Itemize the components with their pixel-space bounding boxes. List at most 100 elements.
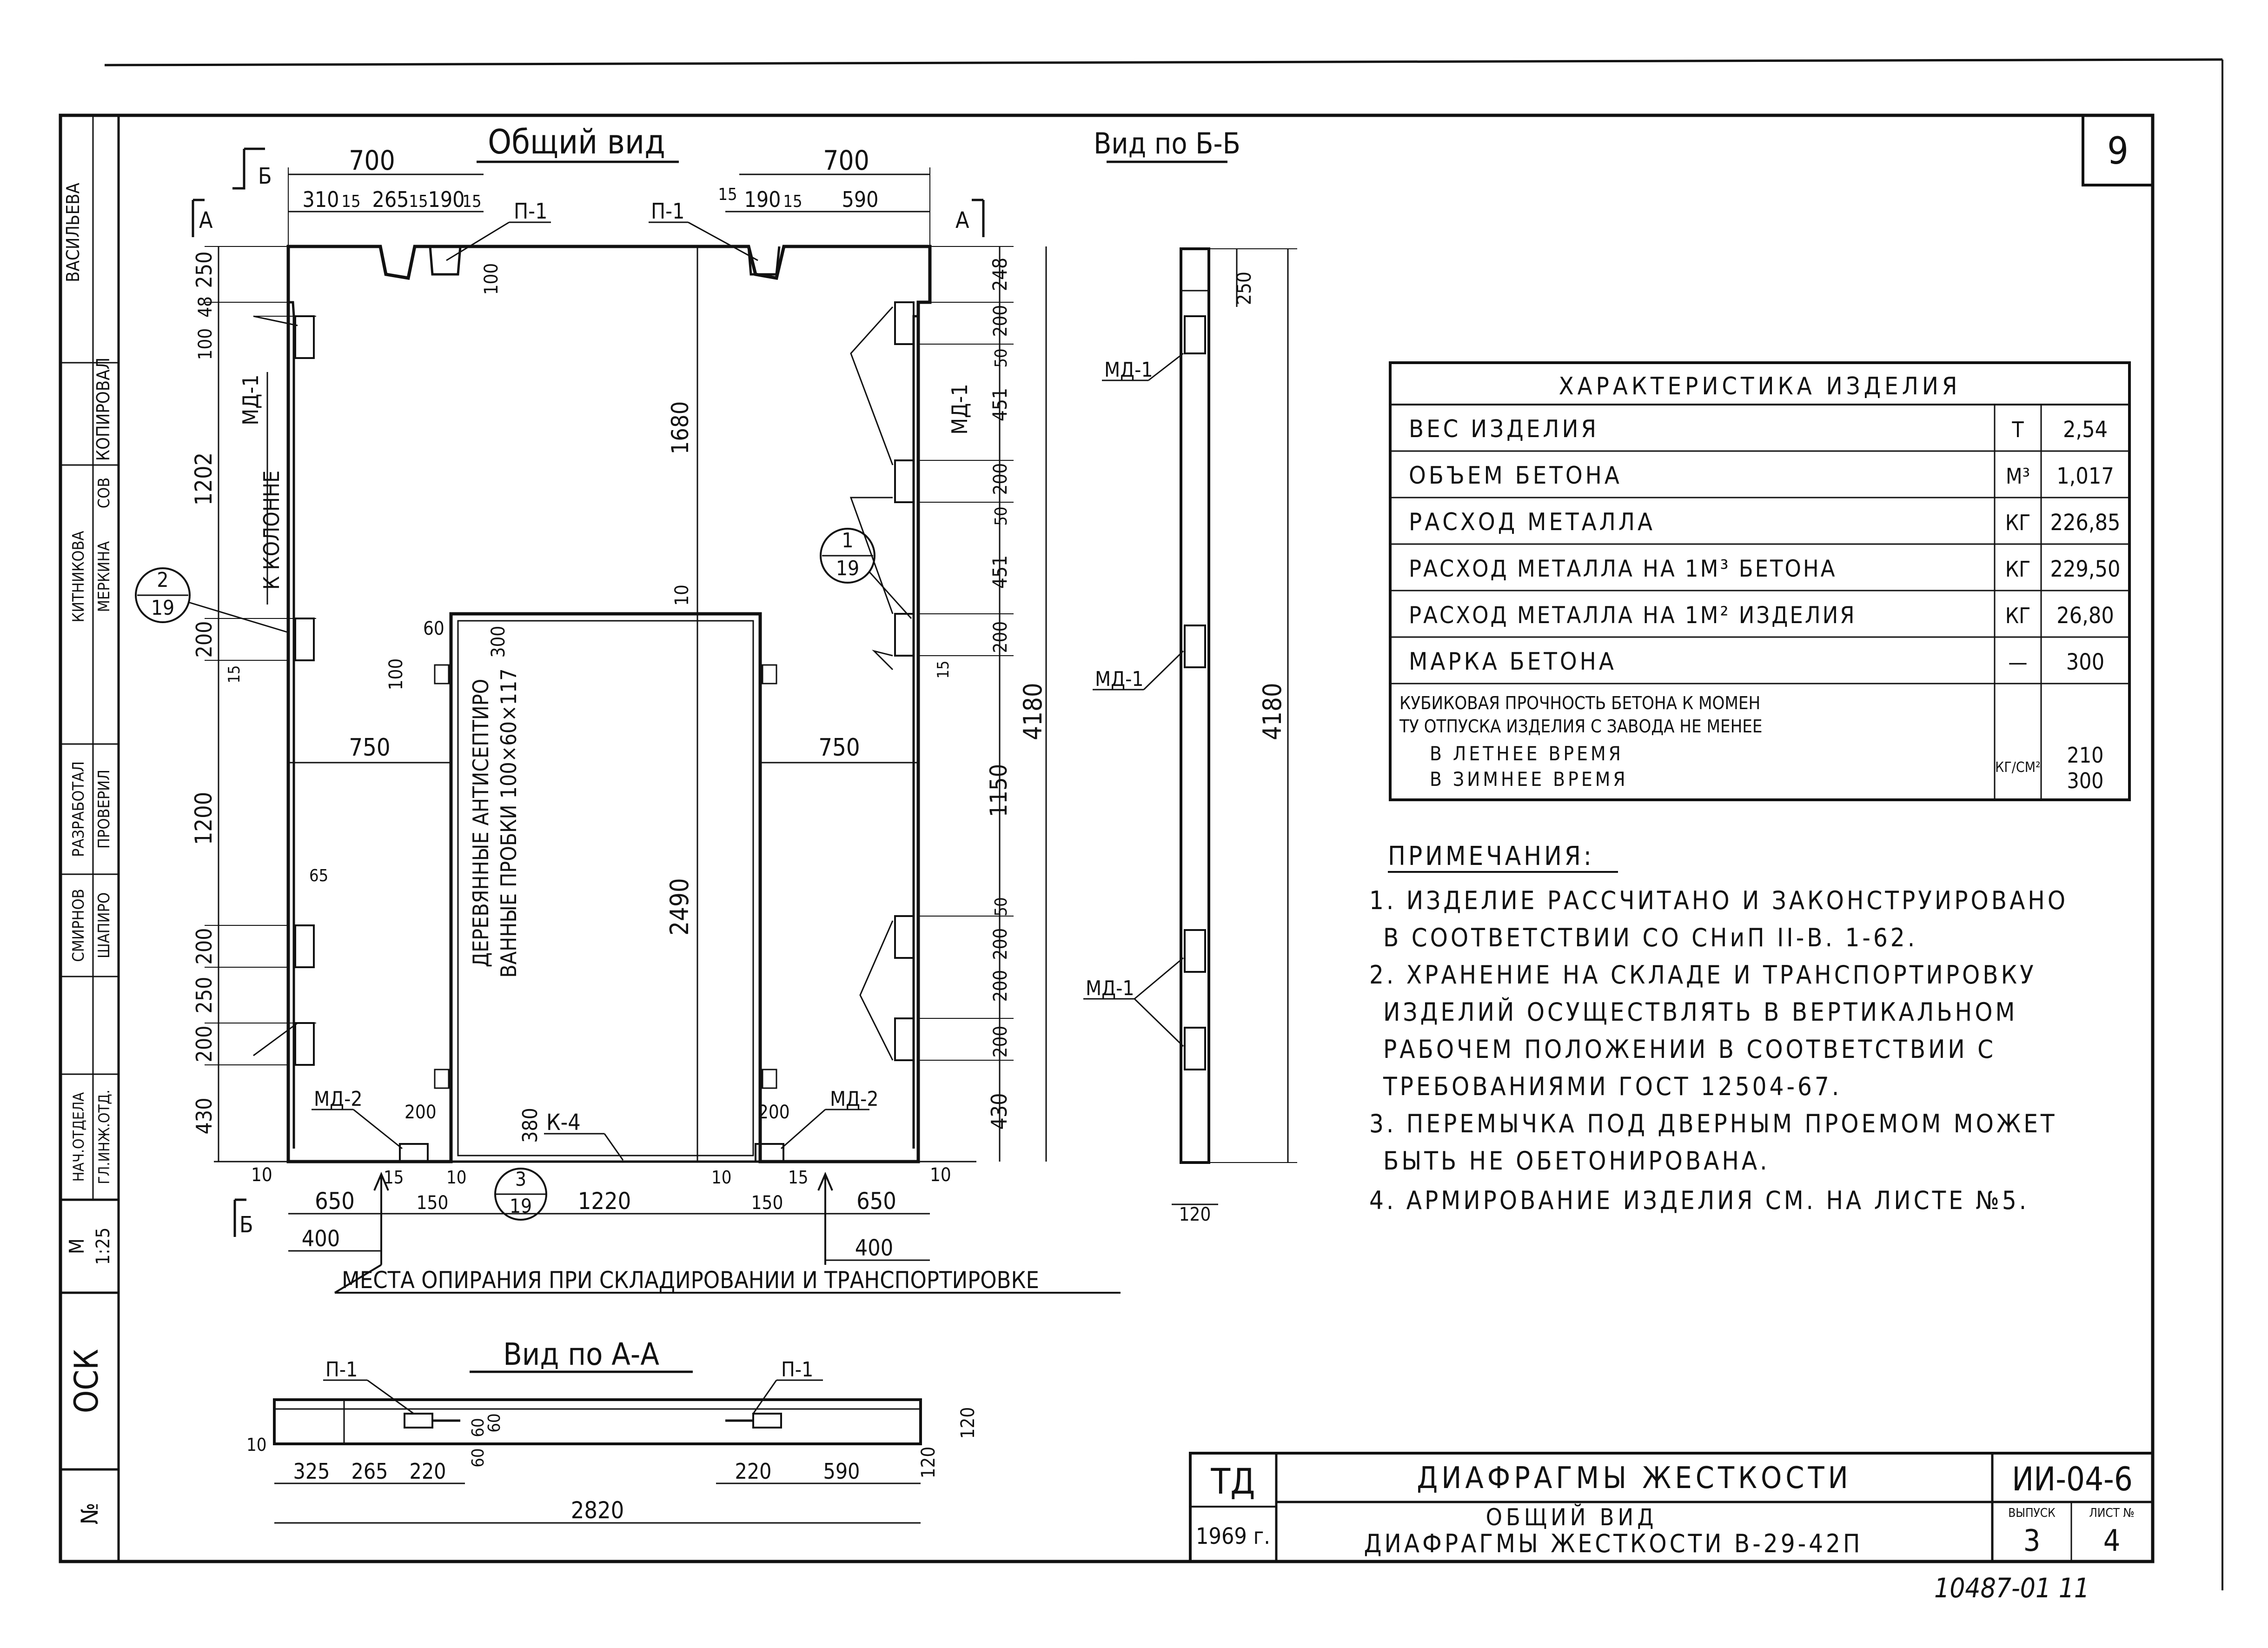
supports-label: МЕСТА ОПИРАНИЯ ПРИ СКЛАДИРОВАНИИ И ТРАНС… — [342, 1267, 1039, 1294]
dim-400-left: 400 — [302, 1226, 340, 1252]
md1-left-label: МД-1 — [238, 374, 263, 425]
note-line: РАБОЧЕМ ПОЛОЖЕНИИ В СООТВЕТСТВИИ С — [1383, 1035, 1996, 1064]
spec-row-name: ОБЪЕМ БЕТОНА — [1409, 462, 1622, 490]
dim-200-r1: 200 — [990, 305, 1011, 337]
strip-name-11: ГЛ.ИНЖ.ОТД. — [95, 1090, 113, 1184]
note-line: 1. ИЗДЕЛИЕ РАССЧИТАНО И ЗАКОНСТРУИРОВАНО — [1369, 886, 2068, 915]
spec-row-value: 300 — [2066, 649, 2104, 675]
spec-row-name: РАСХОД МЕТАЛЛА НА 1М² ИЗДЕЛИЯ — [1409, 602, 1857, 629]
bb-dim-250: 250 — [1233, 272, 1255, 305]
strength-winter: В ЗИМНЕЕ ВРЕМЯ — [1430, 768, 1628, 791]
dim-100-notch: 100 — [481, 263, 502, 295]
dim-590: 590 — [842, 187, 879, 212]
wood-plug — [434, 1069, 450, 1089]
tb-sheet-label: ЛИСТ № — [2089, 1506, 2134, 1520]
strip-name-5: МЕРКИНА — [95, 541, 113, 612]
dim-200-r5: 200 — [990, 970, 1011, 1002]
dim-10-b3: 10 — [711, 1167, 732, 1188]
dim-1680: 1680 — [667, 401, 694, 454]
dim-430-right: 430 — [987, 1093, 1012, 1130]
title-block: ТД 1969 г. ДИАФРАГМЫ ЖЕСТКОСТИ ОБЩИЙ ВИД… — [1189, 1452, 2154, 1563]
p1-notch-left — [429, 246, 462, 276]
dim-200-b: 200 — [192, 928, 217, 965]
dim-1200: 1200 — [190, 792, 217, 845]
spec-row-unit: КГ — [2005, 557, 2031, 582]
aa-dim-120-b: 120 — [918, 1447, 939, 1479]
general-view: Общий вид — [135, 122, 1121, 1294]
view-bb-title: Вид по Б-Б — [1094, 126, 1240, 160]
wood-plugs-line2: ВАННЫЕ ПРОБКИ 100×60×117 — [496, 668, 521, 977]
dim-15-b4: 15 — [788, 1167, 809, 1188]
dim-190: 190 — [744, 187, 781, 212]
tb-code: ИИ-04-6 — [2012, 1460, 2133, 1498]
dim-15: 15 — [718, 185, 737, 204]
tb-issue: 3 — [2023, 1524, 2041, 1558]
section-b-bottom: Б — [239, 1212, 253, 1238]
dim-48: 48 — [195, 296, 216, 318]
dim-250-b: 250 — [192, 977, 217, 1014]
tb-title: ДИАФРАГМЫ ЖЕСТКОСТИ — [1417, 1461, 1851, 1495]
dim-15-left: 15 — [225, 665, 244, 684]
dim-650-left: 650 — [315, 1188, 355, 1215]
strip-name-8: СМИРНОВ — [69, 889, 88, 962]
spec-row-unit: М³ — [2006, 464, 2030, 489]
strength-line1: КУБИКОВАЯ ПРОЧНОСТЬ БЕТОНА К МОМЕН — [1399, 693, 1760, 713]
dim-750-right: 750 — [818, 734, 860, 762]
spec-row-value: 226,85 — [2050, 510, 2120, 536]
spec-title: ХАРАКТЕРИСТИКА ИЗДЕЛИЯ — [1559, 372, 1961, 400]
spec-table: ХАРАКТЕРИСТИКА ИЗДЕЛИЯ ВЕС ИЗДЕЛИЯ Т 2,5… — [1389, 361, 2131, 801]
sheet-number: 9 — [2107, 129, 2129, 173]
dim-300: 300 — [488, 626, 509, 658]
notes: ПРИМЕЧАНИЯ: 1. ИЗДЕЛИЕ РАССЧИТАНО И ЗАКО… — [1369, 841, 2068, 1215]
strip-name-7: ПРОВЕРИЛ — [95, 770, 113, 849]
aa-p1-right: П-1 — [781, 1358, 813, 1382]
spec-row-value: 2,54 — [2063, 417, 2108, 443]
dim-10-top: 10 — [671, 585, 693, 606]
svg-text:1: 1 — [842, 529, 853, 552]
dim-150-right: 150 — [751, 1192, 783, 1214]
k4-label: К-4 — [546, 1110, 581, 1136]
drawing-frame — [59, 113, 2155, 1563]
dim-650-right: 650 — [856, 1188, 896, 1215]
dim-10-br: 10 — [930, 1164, 951, 1186]
scale-value: 1:25 — [93, 1228, 114, 1265]
dim-200-r3: 200 — [990, 621, 1011, 653]
aa-dim-120-a: 120 — [957, 1407, 979, 1439]
dim-15: 15 — [783, 192, 802, 211]
dim-4180-main: 4180 — [1018, 683, 1048, 740]
dim-1220: 1220 — [578, 1188, 631, 1215]
p1-notch-right — [747, 246, 781, 276]
aa-section-outline — [273, 1398, 922, 1445]
note-line: 2. ХРАНЕНИЕ НА СКЛАДЕ И ТРАНСПОРТИРОВКУ — [1369, 960, 2036, 990]
dim-451-r1: 451 — [988, 388, 1011, 421]
sheet-number-box — [2082, 114, 2154, 186]
strength-winter-value: 300 — [2067, 768, 2104, 793]
dim-200-c: 200 — [192, 1026, 217, 1063]
strip-name-4: КИТНИКОВА — [69, 531, 88, 623]
org-code: ОСК — [67, 1349, 106, 1413]
dim-700-right: 700 — [823, 145, 869, 176]
dim-250-left: 250 — [192, 252, 217, 288]
tb-subtitle1: ОБЩИЙ ВИД — [1486, 1503, 1658, 1531]
spec-row-unit: Т — [2011, 417, 2024, 442]
dim-2490: 2490 — [665, 878, 694, 936]
dim-200-md2-right: 200 — [758, 1102, 790, 1123]
tb-year: 1969 г. — [1196, 1523, 1270, 1549]
aa-dim-60-c: 60 — [485, 1413, 504, 1432]
tb-org: ТД — [1210, 1461, 1255, 1502]
tb-issue-label: ВЫПУСК — [2008, 1506, 2056, 1520]
dim-1202: 1202 — [190, 452, 217, 505]
p1-label-left: П-1 — [514, 199, 547, 224]
spec-row-name: ВЕС ИЗДЕЛИЯ — [1409, 415, 1599, 443]
dim-265: 265 — [372, 187, 409, 212]
md2-plate-left — [399, 1143, 429, 1163]
num-label: № — [76, 1503, 103, 1525]
general-view-title: Общий вид — [488, 122, 665, 161]
strength-unit: КГ/СМ² — [1995, 759, 2041, 776]
left-signature-strip: ВАСИЛЬЕВА КОПИРОВАЛ СОВ КИТНИКОВА МЕРКИН… — [60, 115, 120, 1562]
top-trim-line — [104, 58, 2223, 66]
bb-section-outline — [1180, 247, 1210, 1164]
view-aa-title: Вид по А-А — [503, 1336, 659, 1372]
dim-200-md2-left: 200 — [405, 1102, 437, 1123]
